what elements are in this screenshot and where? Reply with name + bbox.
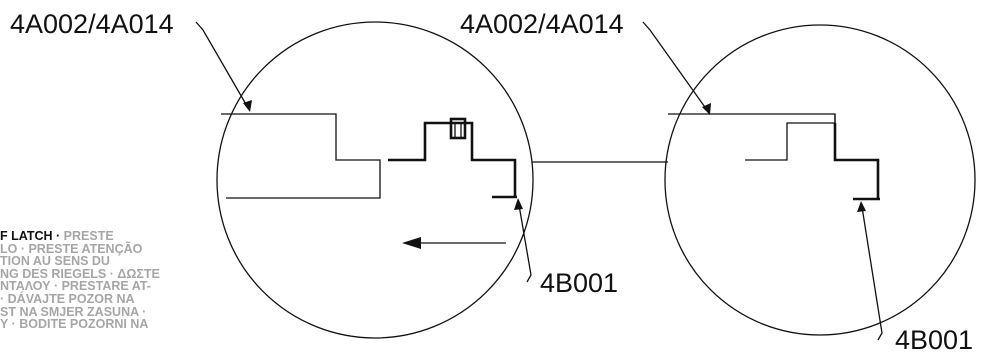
label-left-clip: 4B001 [540,268,618,298]
leader-left-clip-arrow [514,198,523,210]
detail-circle-left [216,21,534,339]
latch-bracket-left [388,121,517,197]
panel-profile-left [221,113,381,199]
leader-left-part-arrow [243,100,252,112]
detail-circle-right [664,24,976,336]
leader-right-clip-arrow [857,201,866,212]
leader-right-clip [861,206,883,341]
latch-bracket-right [833,123,880,199]
caution-line-1: PRESTE [63,230,114,243]
direction-arrow-head [402,237,421,249]
detail-circle-left-outline [216,21,534,339]
panel-profile-right [668,113,836,123]
caution-line-4: NG DES RIEGELS · ΔΩΣΤΕ [0,266,160,281]
caution-line-2: LO · PRESTE ATENÇÃO [0,241,143,256]
caution-line-6: · DÁVAJTE POZOR NA [0,291,135,306]
caution-text-block: F LATCH · PRESTE LO · PRESTE ATENÇÃO TIO… [0,230,190,358]
detail-circle-right-outline [664,24,976,336]
caution-line-5: ΝΤΑΛΟΥ · PRESTARE AT- [0,279,151,294]
caution-line-3: TION AU SENS DU [0,254,110,269]
leader-left-part [195,21,248,107]
latch-bolt-left [449,117,467,140]
label-left-part: 4A002/4A014 [10,9,174,39]
leader-right-part-arrow [702,103,711,115]
panel-inner-right [745,122,835,161]
leader-left-clip [518,204,532,283]
leader-right-part [642,21,708,111]
caution-line-8: Y · BODITE POZORNI NA [0,317,149,332]
label-right-clip: 4B001 [895,325,973,355]
caution-line-7: ST NA SMJER ZASUNA · [0,304,147,319]
caution-lead: F LATCH · [0,230,64,243]
label-right-part: 4A002/4A014 [460,9,624,39]
